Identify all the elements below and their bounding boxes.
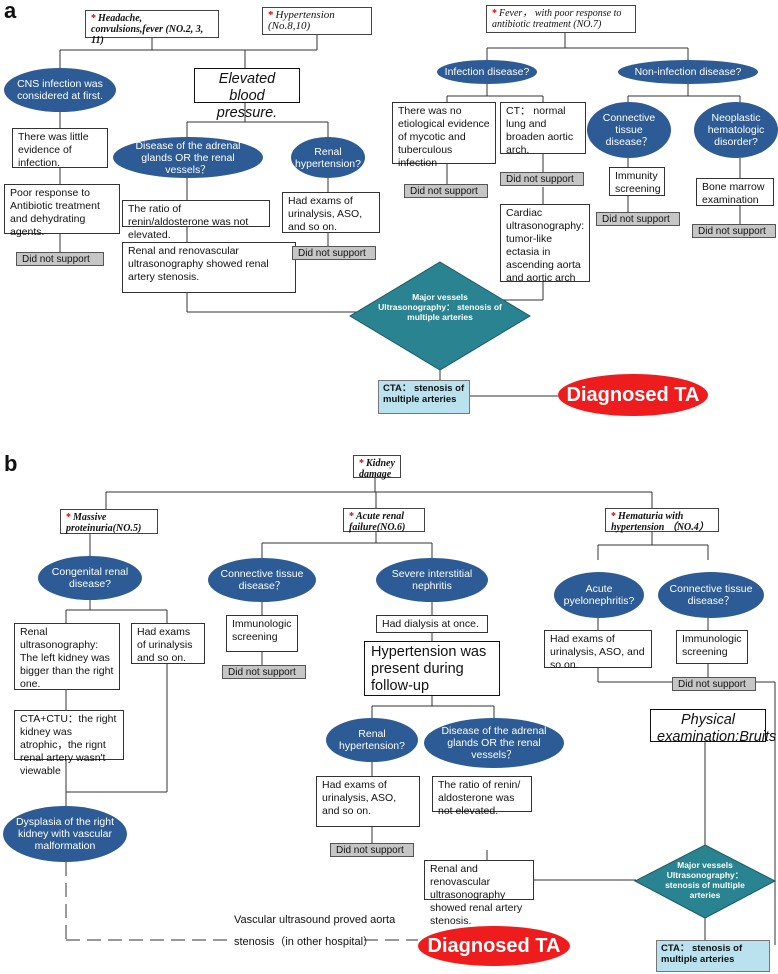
box-ct-result: CT： normal lung and broaden aortic arch. — [500, 102, 586, 156]
gray-did-not-support: Did not support — [500, 172, 584, 186]
box-elevated-blood-pressure: Elevated blood pressure. — [194, 68, 300, 121]
box-renin-ratio: The ratio of renin/aldosterone was not e… — [122, 200, 270, 241]
box-renovascular: Renal and renovascular ultrasonography s… — [424, 860, 534, 927]
diamond-shape-a — [349, 261, 531, 371]
oval-connective-tissue: Connective tissue disease？ — [587, 102, 671, 158]
box-cardiac-ultrasonography: Cardiac ultrasonography: tumor-like ecta… — [500, 204, 590, 284]
box-renovascular: Renal and renovascular ultrasonography s… — [122, 242, 296, 293]
marker-icon: * — [66, 512, 71, 523]
gray-did-not-support: Did not support — [330, 843, 414, 857]
diagnosed-ta-a: Diagnosed TA — [558, 374, 708, 416]
oval-severe-interstitial-nephritis: Severe interstitial nephritis — [376, 558, 488, 602]
oval-adrenal-renal-vessels: Disease of the adrenal glands OR the ren… — [113, 137, 263, 178]
oval-renal-hypertension: Renal hypertension? — [291, 137, 365, 178]
box-exams-urinalysis-aso: Had exams of urinalysis, ASO, and so on. — [316, 776, 420, 827]
box-hypertension-followup: Hypertension was present during follow-u… — [364, 641, 500, 696]
oval-congenital-renal: Congenital renal disease? — [38, 556, 142, 600]
box-immunologic-screening: Immunologic screening — [226, 615, 298, 652]
gray-did-not-support: Did not support — [16, 252, 104, 266]
note-acute-renal-failure: *Acute renal failure(NO.6) — [343, 508, 425, 533]
box-bone-marrow: Bone marrow examination — [696, 178, 774, 206]
box-little-evidence: There was little evidence of infection. — [12, 128, 108, 169]
diamond-major-vessels-b: Major vessels Ultrasonography： stenosis … — [665, 860, 745, 900]
gray-did-not-support: Did not support — [404, 184, 488, 198]
box-no-etiological-evidence: There was no etiological evidence of myc… — [392, 102, 496, 169]
box-exams-urinalysis-aso-2: Had exams of urinalysis, ASO, and so on. — [544, 630, 652, 671]
box-exams-urinalysis: Had exams of urinalysis, ASO, and so on. — [282, 192, 380, 233]
box-immunologic-screening-2: Immunologic screening — [676, 630, 748, 664]
diagnosed-ta-b: Diagnosed TA — [418, 926, 570, 966]
note-headache: *Headache, convulsions,fever (NO.2, 3, 1… — [85, 10, 219, 46]
box-cta-ctu: CTA+CTU：the right kidney was atrophic，th… — [14, 710, 124, 777]
oval-cns-infection: CNS infection was considered at first. — [4, 68, 116, 112]
gray-did-not-support: Did not support — [596, 212, 680, 226]
oval-non-infection-disease: Non-infection disease? — [618, 60, 758, 84]
marker-icon: * — [492, 8, 497, 19]
box-renin-ratio: The ratio of renin/ aldosterone was not … — [432, 776, 532, 817]
oval-acute-pyelonephritis: Acute pyelonephritis? — [554, 572, 644, 618]
marker-icon: * — [268, 9, 274, 21]
oval-connective-tissue: Connective tissue disease？ — [208, 558, 316, 602]
gray-did-not-support: Did not support — [672, 677, 756, 691]
marker-icon: * — [91, 13, 96, 24]
box-cta-stenosis-b: CTA： stenosis of multiple arteries — [656, 940, 770, 972]
box-renal-ultrasonography: Renal ultrasonography: The left kidney w… — [14, 623, 120, 690]
box-immunity-screening: Immunity screening — [609, 167, 665, 196]
gray-did-not-support: Did not support — [692, 224, 776, 238]
note-hypertension: *Hypertension (No.8,10) — [262, 7, 372, 35]
note-massive-proteinuria: *Massive proteinuria(NO.5) — [60, 509, 158, 534]
note-hematuria-hypertension: *Hematuria with hypertension （NO.4） — [605, 508, 719, 533]
panel-label-a: a — [4, 0, 17, 23]
box-cta-stenosis: CTA： stenosis of multiple arteries — [378, 380, 470, 414]
panel-label-b: b — [4, 451, 18, 476]
oval-renal-hypertension: Renal hypertension? — [326, 718, 418, 762]
marker-icon: * — [349, 511, 354, 522]
diamond-shape-b — [633, 844, 777, 919]
oval-neoplastic-hematologic: Neoplastic hematologic disorder? — [694, 102, 778, 158]
text-vascular-ultrasound: Vascular ultrasound proved aorta stenosi… — [234, 914, 396, 948]
marker-icon: * — [611, 511, 616, 522]
oval-adrenal-renal-vessels: Disease of the adrenal glands OR the ren… — [424, 718, 564, 768]
oval-infection-disease: Infection disease? — [437, 60, 537, 84]
diamond-major-vessels-a: Major vessels Ultrasonography： stenosis … — [378, 292, 502, 322]
note-fever: *Fever， with poor response to antibiotic… — [486, 5, 636, 33]
box-poor-response: Poor response to Antibiotic treatment an… — [4, 184, 120, 238]
oval-dysplasia: Dysplasia of the right kidney with vascu… — [3, 806, 127, 862]
oval-connective-tissue-2: Connective tissue disease？ — [658, 572, 764, 618]
box-dialysis: Had dialysis at once. — [376, 615, 488, 633]
box-exams-urinalysis: Had exams of urinalysis and so on. — [131, 623, 205, 664]
gray-did-not-support: Did not support — [292, 246, 376, 260]
marker-icon: * — [359, 458, 364, 469]
gray-did-not-support: Did not support — [222, 665, 306, 679]
box-physical-examination: Physical examination:Bruits — [650, 709, 776, 745]
note-kidney-damage: *Kidney damage — [353, 455, 401, 480]
